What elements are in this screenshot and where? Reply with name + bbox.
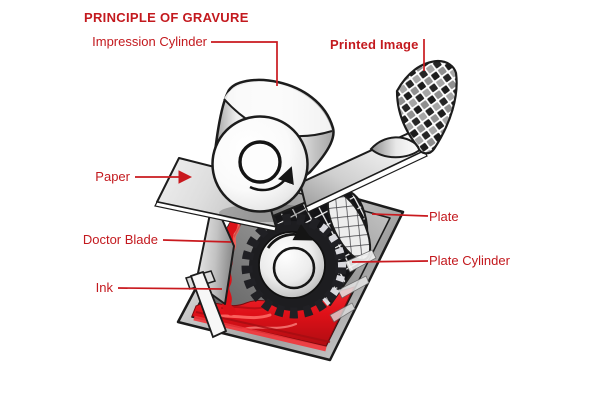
leader-lines	[117, 39, 429, 290]
plate-cylinder-gear	[241, 213, 347, 319]
impression-cylinder-face	[211, 115, 309, 213]
label-ink: Ink	[95, 280, 113, 295]
printed-ribbon	[299, 59, 458, 213]
label-plate-cylinder: Plate Cylinder	[429, 253, 510, 268]
diagram-title: PRINCIPLE OF GRAVURE	[84, 10, 249, 25]
impression-cylinder-cap	[224, 82, 332, 137]
plate-rotation-arrow-icon	[266, 224, 313, 249]
label-paper: Paper	[95, 169, 130, 184]
ink-leader	[117, 287, 223, 290]
label-doctor-blade: Doctor Blade	[82, 232, 158, 247]
tray-wall-reflections	[329, 249, 377, 323]
label-plate: Plate	[429, 209, 459, 224]
gear-teeth-highlight	[319, 223, 346, 306]
impression-rotation-arrow-icon	[249, 166, 294, 192]
impression-cylinder-hub	[238, 140, 282, 184]
plate-cylinder-leader	[351, 260, 429, 263]
impression-cylinder-leader	[211, 41, 278, 86]
doctor-blade-leader	[162, 239, 232, 243]
label-printed-image: Printed Image	[330, 37, 419, 52]
plate-leader	[371, 213, 429, 217]
label-impression-cylinder: Impression Cylinder	[92, 34, 207, 49]
